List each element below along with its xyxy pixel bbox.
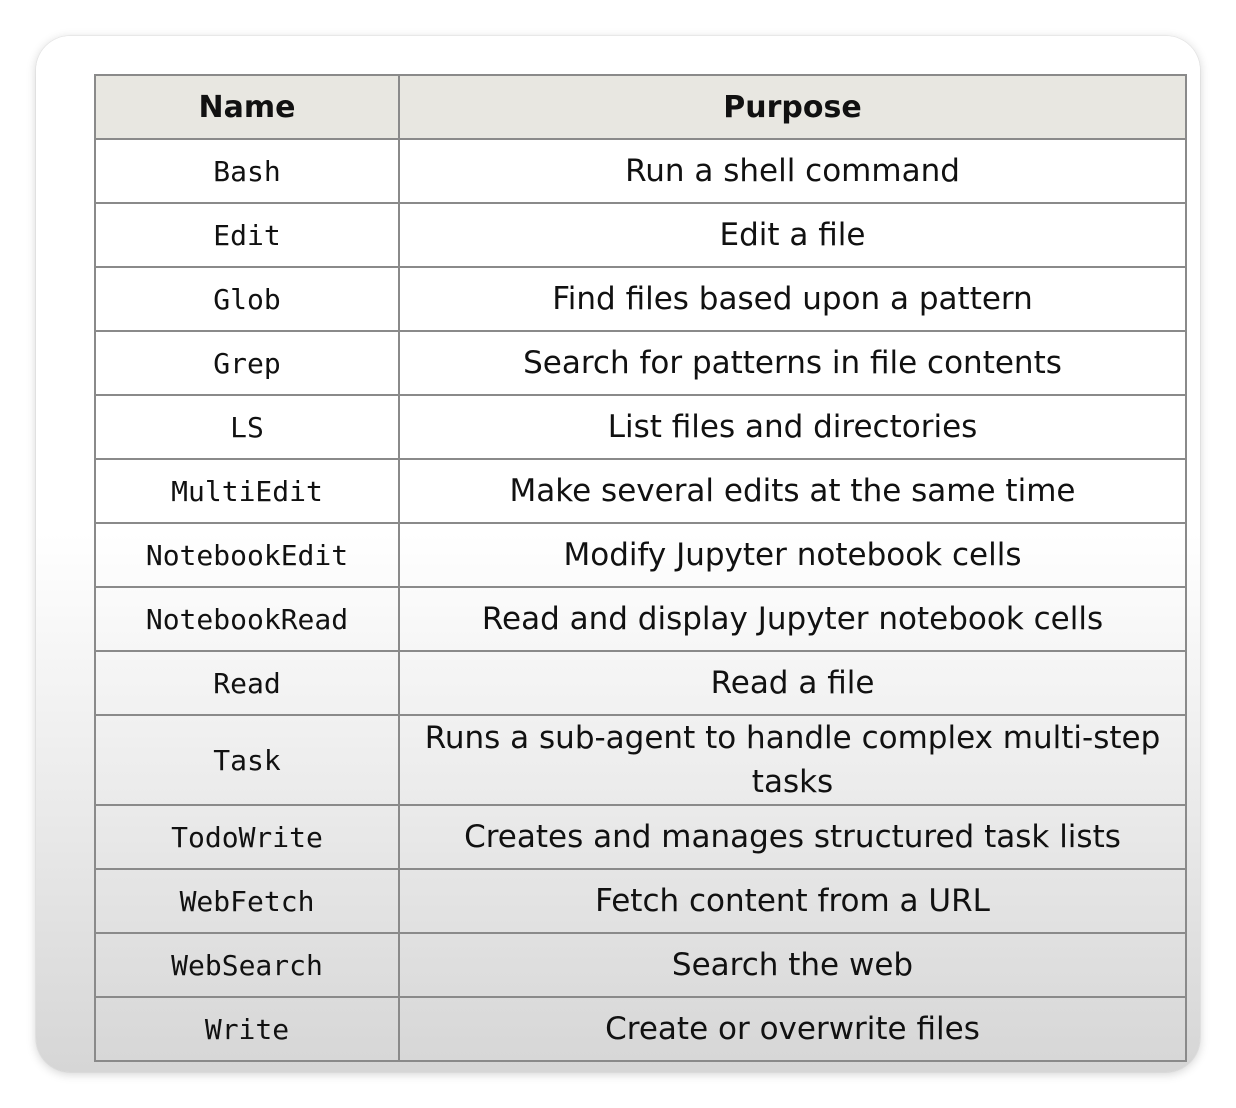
tool-purpose-cell: Read a file [398,650,1187,716]
table-row: NotebookRead Read and display Jupyter no… [94,586,1187,652]
tool-name-cell: Grep [94,330,400,396]
tool-purpose-cell: Runs a sub-agent to handle complex multi… [398,714,1187,806]
tool-purpose-cell: Make several edits at the same time [398,458,1187,524]
tool-name-cell: Task [94,714,400,806]
header-name: Name [94,74,400,140]
table-row: Write Create or overwrite files [94,996,1187,1062]
tool-name-cell: Glob [94,266,400,332]
tool-name-cell: WebFetch [94,868,400,934]
tool-purpose-cell: Search for patterns in file contents [398,330,1187,396]
tools-table: Name Purpose Bash Run a shell command Ed… [94,74,1187,1062]
table-row: TodoWrite Creates and manages structured… [94,804,1187,870]
tool-purpose-cell: Fetch content from a URL [398,868,1187,934]
table-row: WebSearch Search the web [94,932,1187,998]
tool-purpose-cell: Search the web [398,932,1187,998]
tool-purpose-cell: Create or overwrite files [398,996,1187,1062]
table-row: NotebookEdit Modify Jupyter notebook cel… [94,522,1187,588]
tool-name-cell: Bash [94,138,400,204]
table-card: Name Purpose Bash Run a shell command Ed… [36,36,1200,1072]
tool-name-cell: WebSearch [94,932,400,998]
table-row: Edit Edit a file [94,202,1187,268]
tool-name-cell: TodoWrite [94,804,400,870]
table-row: LS List files and directories [94,394,1187,460]
tool-purpose-cell: List files and directories [398,394,1187,460]
tool-name-cell: Write [94,996,400,1062]
table-row: Bash Run a shell command [94,138,1187,204]
tool-name-cell: NotebookRead [94,586,400,652]
tool-purpose-cell: Edit a file [398,202,1187,268]
tool-name-cell: Read [94,650,400,716]
table-header-row: Name Purpose [94,74,1187,140]
table-row: Glob Find files based upon a pattern [94,266,1187,332]
tool-name-cell: Edit [94,202,400,268]
table-row: WebFetch Fetch content from a URL [94,868,1187,934]
header-purpose: Purpose [398,74,1187,140]
table-row: Read Read a file [94,650,1187,716]
tool-name-cell: MultiEdit [94,458,400,524]
tool-name-cell: LS [94,394,400,460]
tool-purpose-cell: Creates and manages structured task list… [398,804,1187,870]
tool-name-cell: NotebookEdit [94,522,400,588]
tool-purpose-cell: Read and display Jupyter notebook cells [398,586,1187,652]
table-row: MultiEdit Make several edits at the same… [94,458,1187,524]
table-row: Task Runs a sub-agent to handle complex … [94,714,1187,806]
table-row: Grep Search for patterns in file content… [94,330,1187,396]
tool-purpose-cell: Run a shell command [398,138,1187,204]
tool-purpose-cell: Modify Jupyter notebook cells [398,522,1187,588]
tool-purpose-cell: Find files based upon a pattern [398,266,1187,332]
